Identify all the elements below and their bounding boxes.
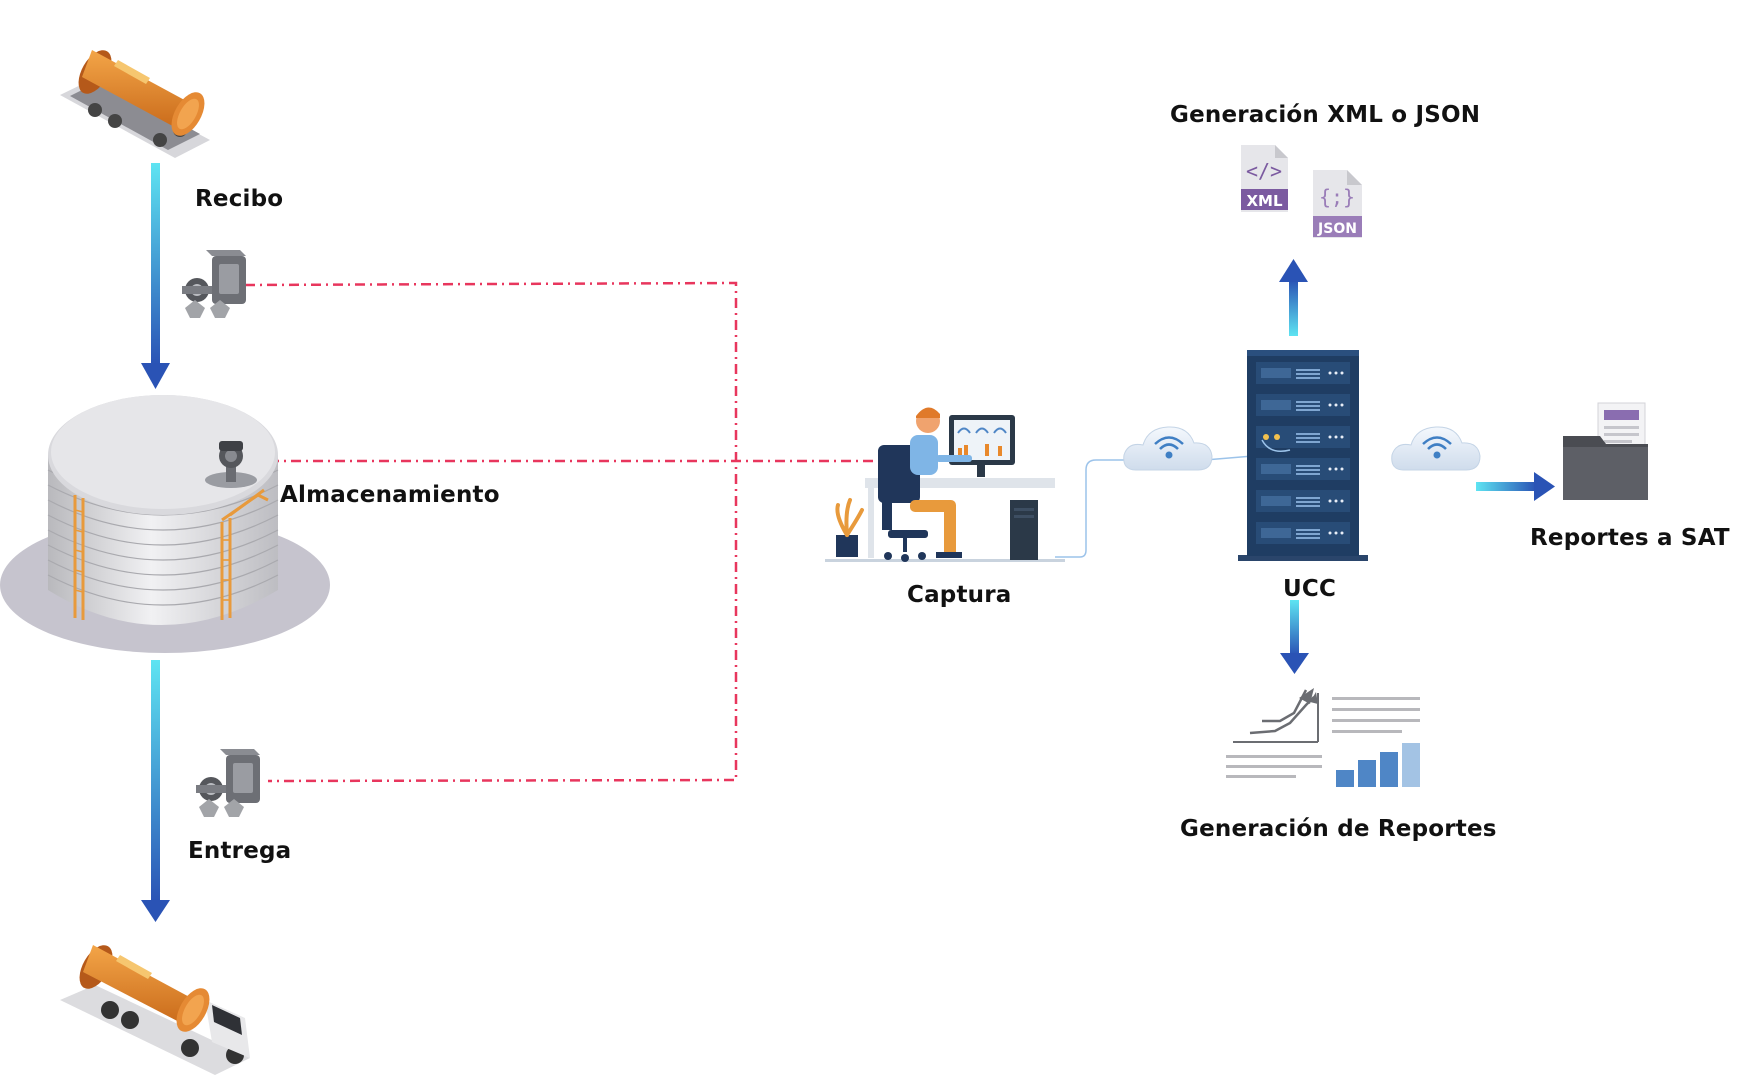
operator-workstation-icon <box>825 407 1065 562</box>
xml-file-icon: </> XML <box>1241 145 1288 212</box>
server-unit-2 <box>1256 394 1350 416</box>
flowmeter-icon-entrega <box>196 749 260 817</box>
label-almacenamiento: Almacenamiento <box>280 482 500 508</box>
server-unit-5 <box>1256 490 1350 512</box>
cloud-wifi-icon <box>1123 426 1213 471</box>
json-file-icon: {;} JSON <box>1313 170 1362 238</box>
flow-arrow-entrega <box>141 660 170 922</box>
rail-tanker-icon <box>60 50 210 158</box>
server-unit-1 <box>1256 362 1350 384</box>
tanker-truck-icon <box>60 945 250 1075</box>
label-reportes-sat: Reportes a SAT <box>1530 525 1730 551</box>
flow-arrow-down <box>1280 600 1309 674</box>
flow-arrow-right <box>1476 472 1555 501</box>
server-unit-6 <box>1256 522 1350 544</box>
json-file-symbol: {;} <box>1319 185 1355 209</box>
cloud-wifi-icon-2 <box>1391 426 1481 471</box>
flow-arrow-recibo <box>141 163 170 389</box>
xml-file-symbol: </> <box>1246 159 1282 183</box>
signal-lines <box>244 281 875 783</box>
label-ucc: UCC <box>1283 576 1337 602</box>
label-generacion-xml-json: Generación XML o JSON <box>1170 102 1481 128</box>
server-unit-3 <box>1256 426 1350 448</box>
level-sensor-icon <box>205 441 257 488</box>
storage-tank-icon <box>0 395 330 653</box>
signal-line-recibo <box>244 281 738 783</box>
server-unit-4 <box>1256 458 1350 480</box>
flowmeter-icon-recibo <box>182 250 246 318</box>
label-recibo: Recibo <box>195 186 284 212</box>
label-entrega: Entrega <box>188 838 292 864</box>
server-rack-icon <box>1238 350 1368 561</box>
json-file-label: JSON <box>1317 221 1357 237</box>
folder-report-icon <box>1563 402 1648 500</box>
label-captura: Captura <box>907 582 1012 608</box>
report-chart-icon <box>1226 688 1420 787</box>
xml-file-label: XML <box>1246 192 1282 210</box>
flow-arrow-up <box>1279 259 1308 336</box>
label-generacion-reportes: Generación de Reportes <box>1180 816 1497 842</box>
